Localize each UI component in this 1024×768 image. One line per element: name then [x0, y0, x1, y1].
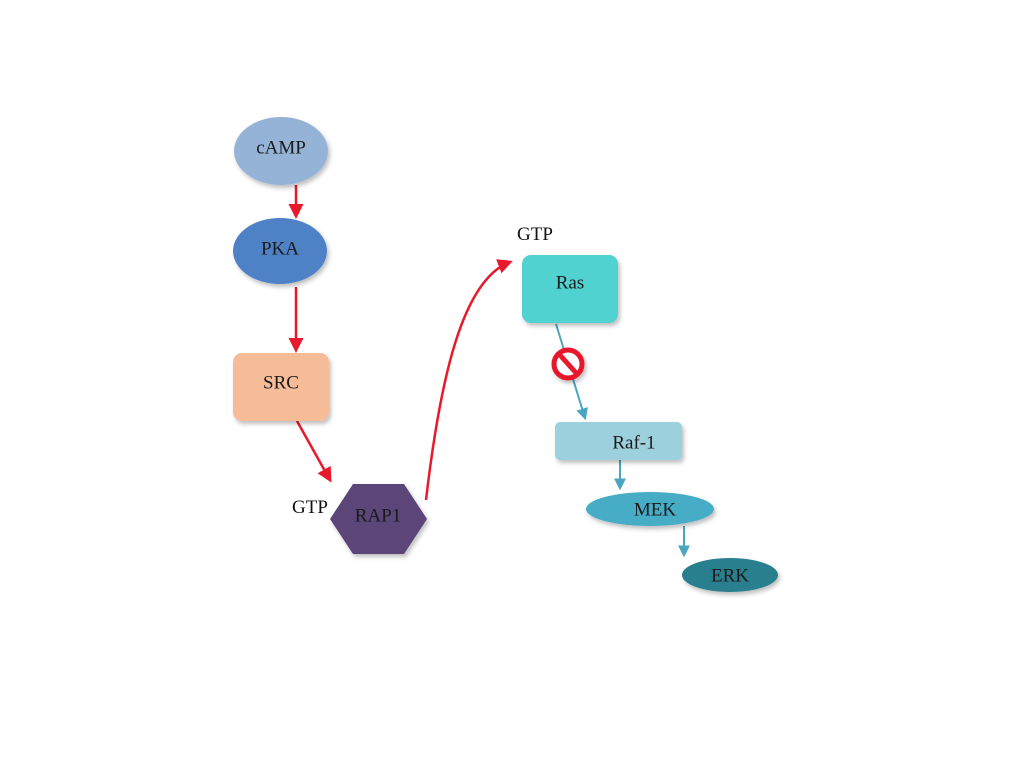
- mek-node: MEK: [586, 492, 714, 526]
- rap1-node: RAP1: [330, 484, 427, 554]
- gtp-label-ras: GTP: [517, 224, 553, 245]
- ras-node: Ras: [522, 255, 618, 323]
- mek-label: MEK: [634, 500, 677, 521]
- src-label: SRC: [263, 373, 299, 394]
- prohibition-sign-icon: [551, 347, 585, 381]
- ras-label: Ras: [556, 273, 585, 294]
- raf1-node: Raf-1: [555, 422, 682, 460]
- pka-node: PKA: [233, 218, 327, 284]
- pka-label: PKA: [261, 239, 299, 260]
- arrow-rap1-to-ras: [424, 259, 513, 501]
- camp-node: cAMP: [234, 117, 328, 185]
- erk-label: ERK: [711, 566, 749, 587]
- rap1-label: RAP1: [355, 506, 401, 527]
- arrow-src-to-rap1: [295, 420, 332, 483]
- raf1-label: Raf-1: [612, 433, 655, 454]
- camp-label: cAMP: [256, 138, 306, 159]
- erk-node: ERK: [682, 558, 778, 592]
- src-node: SRC: [233, 353, 329, 421]
- gtp-label-rap1: GTP: [292, 497, 328, 518]
